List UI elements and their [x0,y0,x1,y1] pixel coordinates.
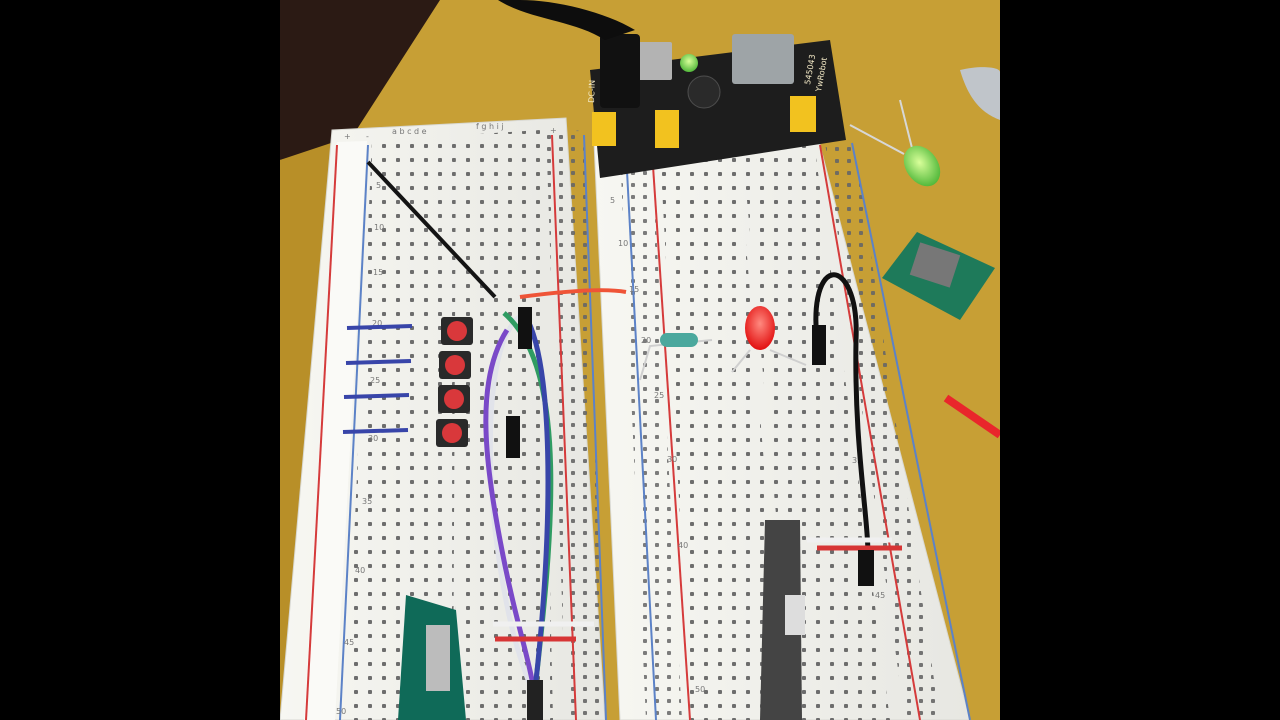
green-led-component [849,99,941,187]
row-number-left-25: 25 [370,376,380,385]
row-number-left-15: 15 [373,268,383,277]
capacitor [687,75,721,109]
arduino-nano-left [398,595,466,720]
row-number-right-50: 50 [695,685,705,694]
row-number-left-10: 10 [374,223,384,232]
dc-barrel-jack [600,34,640,108]
blue-wire-1 [346,324,413,330]
power-led-green [680,54,698,72]
button-4-cap [442,423,462,443]
row-number-left-45: 45 [344,638,354,647]
row-number-left-40: 40 [355,566,365,575]
right-red-rail-line-a [651,150,691,720]
black-wire-right [813,272,871,571]
arduino-nano-right [760,520,805,720]
row-number-right-20: 20 [641,336,651,345]
row-number-right-45: 45 [875,591,885,600]
power-cable [498,0,635,40]
red-wire-top [519,288,627,299]
row-numbers-right-group: 5 10 15 20 25 30 35 40 45 50 [610,196,885,694]
button-1-cap [447,321,467,341]
plus-label-center: + [550,126,557,135]
button-2-cap [445,355,465,375]
resistor-body [660,333,698,347]
row-number-left-35: 35 [362,497,372,506]
minus-label-left: - [366,132,369,141]
yellow-jumper-left [592,112,616,146]
plus-label-left: + [344,132,351,141]
row-number-right-5: 5 [610,196,615,205]
purple-wire [483,328,537,691]
green-led [903,145,941,187]
right-breadboard [593,125,971,720]
power-supply-module: YwRobot 545043 DC-IN [498,0,846,178]
pushbuttons [436,317,473,447]
resistor [639,333,713,381]
row-numbers-left-group: 5 10 15 20 25 30 35 40 45 50 [336,181,384,716]
row-number-right-35: 35 [852,456,862,465]
minus-label-center: - [576,126,579,135]
row-number-right-15: 15 [629,285,639,294]
blue-wire-long [522,313,551,691]
blue-wire-3 [343,393,410,399]
row-number-right-30: 30 [667,455,677,464]
row-number-left-50: 50 [336,707,346,716]
row-number-right-10: 10 [618,239,628,248]
button-3-cap [444,389,464,409]
wire-cutter [960,67,1000,120]
blue-wire-4 [342,428,409,434]
row-number-left-5: 5 [376,181,381,190]
loose-red-wire [943,394,1000,439]
loose-module [882,232,995,320]
yellow-jumper-middle [655,110,679,148]
left-red-rail-line [305,144,338,720]
jack-label: DC-IN [587,80,597,103]
column-labels-right: f g h i j [476,122,504,131]
center-blue-rail-line [583,134,607,720]
right-blue-rail-line-a [625,151,657,720]
breadboard-scene: + - a b c d e f g h i j + - 5 10 15 20 2… [280,0,1000,720]
blue-wire-2 [345,359,412,365]
row-number-left-30: 30 [368,434,378,443]
right-blue-rail-line-b [851,142,971,720]
row-number-left-20: 20 [372,319,382,328]
dark-background-area [280,0,440,160]
black-wire-diagonal [366,160,497,299]
row-number-right-25: 25 [654,391,664,400]
red-led [745,306,775,350]
row-number-right-40: 40 [678,541,688,550]
usb-port [732,34,794,84]
breadboard-photo: + - a b c d e f g h i j + - 5 10 15 20 2… [280,0,1000,720]
header-connectors [506,307,874,720]
power-switch [638,42,672,80]
red-led-component [731,306,807,373]
jumper-wires [342,160,1000,691]
yellow-jumper-right [790,96,816,132]
right-red-rail-line-b [819,144,921,720]
column-labels-left: a b c d e [392,127,427,136]
